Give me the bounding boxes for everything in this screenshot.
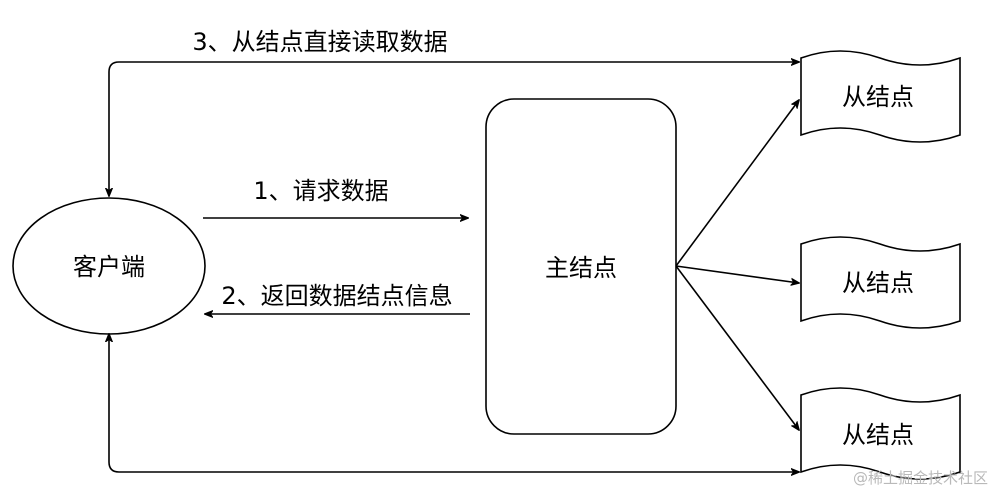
master-label: 主结点: [545, 254, 617, 282]
slave-node-bottom: 从结点: [800, 387, 961, 480]
master-to-slave-bottom-arrow: [675, 265, 799, 430]
master-to-slave-middle-arrow: [675, 265, 799, 283]
direct-read-arrow-bottom: [109, 334, 799, 472]
master-node: 主结点: [485, 98, 677, 435]
slave-bottom-label: 从结点: [842, 421, 914, 449]
direct-read-arrow-top: 3、从结点直接读取数据: [109, 28, 799, 196]
master-to-slave-top-arrow: [675, 100, 799, 267]
slave-middle-label: 从结点: [842, 269, 914, 297]
slave-node-top: 从结点: [800, 50, 961, 143]
response-arrow: 2、返回数据结点信息: [205, 282, 470, 314]
request-label: 1、请求数据: [253, 177, 388, 205]
slave-node-middle: 从结点: [800, 236, 961, 329]
direct-read-label: 3、从结点直接读取数据: [192, 28, 447, 56]
watermark: @稀土掘金技术社区: [853, 469, 988, 487]
response-label: 2、返回数据结点信息: [221, 282, 452, 310]
request-arrow: 1、请求数据: [203, 177, 468, 218]
client-label: 客户端: [73, 253, 145, 281]
slave-top-label: 从结点: [842, 83, 914, 111]
client-node: 客户端: [12, 197, 206, 335]
